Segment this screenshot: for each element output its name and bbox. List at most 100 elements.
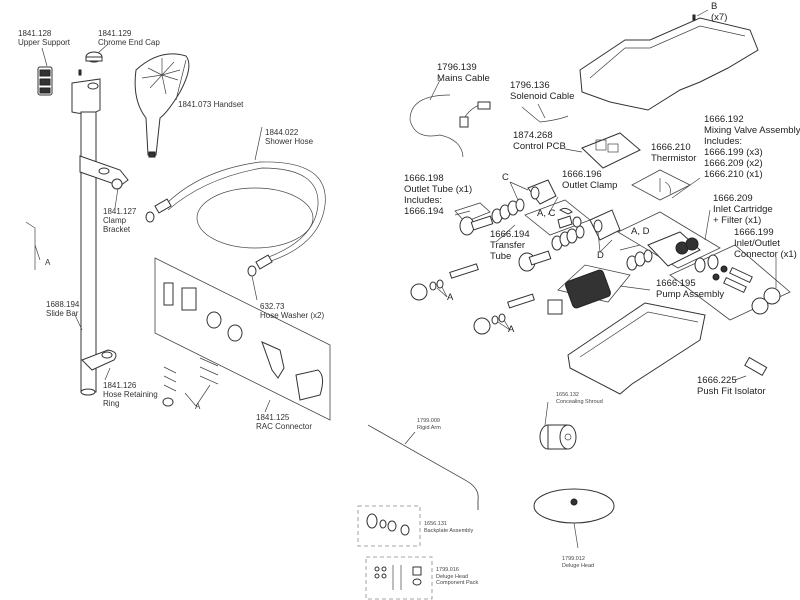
part-number: 1666.199 <box>734 227 774 238</box>
label-chrome-end-cap: 1841.129 Chrome End Cap <box>98 29 160 47</box>
part-name: Component Pack <box>436 580 479 586</box>
callout-qty: (x7) <box>711 12 728 23</box>
second-outlet-tube[interactable] <box>473 225 585 335</box>
backplate-assembly-part[interactable] <box>357 505 421 547</box>
part-number: 1841.128 <box>18 29 52 38</box>
shower-hose-part[interactable] <box>145 161 326 277</box>
part-name: 1666.210 (x1) <box>704 169 763 180</box>
label-inlet-outlet-connector: 1666.199 Inlet/Outlet Connector (x1) <box>734 227 797 260</box>
cover-screws[interactable] <box>692 14 696 21</box>
part-name: Mains Cable <box>437 73 490 84</box>
part-name: Pump Assembly <box>656 289 725 300</box>
label-pump-assembly: 1666.195 Pump Assembly <box>656 278 724 300</box>
part-name: Deluge Head <box>436 573 469 580</box>
part-name: Includes: <box>704 136 743 147</box>
push-fit-isolator-part[interactable] <box>744 356 768 377</box>
transfer-tube-part[interactable] <box>491 198 525 224</box>
valve-d-part[interactable] <box>589 209 621 241</box>
part-name: Tube <box>490 251 512 262</box>
deluge-head-pack-part[interactable] <box>365 556 433 600</box>
part-number: 1688.194 <box>46 300 80 309</box>
hose-retaining-ring-part[interactable] <box>81 349 117 371</box>
outlet-valve-part[interactable] <box>527 179 557 205</box>
part-name: Hose Retaining <box>103 390 158 399</box>
mixing-valve-part[interactable] <box>617 211 721 271</box>
allen-key-part[interactable] <box>25 221 36 270</box>
concealing-shroud-part[interactable] <box>539 424 577 450</box>
part-name: Backplate Assembly <box>424 527 474 534</box>
part-name: Deluge Head <box>562 562 595 569</box>
part-name: Mixing Valve Assembly <box>704 125 800 136</box>
part-number: 632.73 <box>260 302 285 311</box>
part-name: Ring <box>103 399 120 408</box>
mains-cable-part[interactable] <box>409 94 491 158</box>
wall-plugs-screws[interactable] <box>162 357 219 407</box>
pump-assembly-part[interactable] <box>547 264 631 315</box>
part-number: 1796.139 <box>437 62 477 73</box>
part-name: Outlet Tube (x1) <box>404 184 473 195</box>
part-name: 1666.209 (x2) <box>704 158 763 169</box>
callout-a-outlet-right: A <box>508 324 515 335</box>
part-name: Inlet Cartridge <box>713 204 773 215</box>
part-number: 1844.022 <box>265 128 299 137</box>
solenoid-cable-part[interactable] <box>521 106 569 123</box>
part-number: 1841.073 <box>178 100 212 109</box>
part-name: Bracket <box>103 225 131 234</box>
part-number: 1656.131 <box>424 521 447 527</box>
thermistor-part[interactable] <box>631 169 691 201</box>
part-number: 1656.132 <box>556 392 579 398</box>
inlet-connectors-part[interactable] <box>669 244 791 321</box>
upper-support-part[interactable] <box>37 66 53 96</box>
part-name: Inlet/Outlet <box>734 238 780 249</box>
label-mains-cable: 1796.139 Mains Cable <box>437 62 490 84</box>
label-outlet-tube: 1666.198 Outlet Tube (x1) Includes: 1666… <box>404 173 472 217</box>
part-name: Chrome End Cap <box>98 38 160 47</box>
label-hose-washer: 632.73 Hose Washer (x2) <box>260 302 324 320</box>
part-number: 1796.136 <box>510 80 550 91</box>
part-name: Concealing Shroud <box>556 398 603 405</box>
part-number: 1799.009 <box>417 418 440 424</box>
part-number: 1666.209 <box>713 193 753 204</box>
label-rigid-arm: 1799.009 Rigid Arm <box>417 418 441 431</box>
callout-a-outlet-left: A <box>447 292 454 303</box>
label-inlet-cartridge: 1666.209 Inlet Cartridge + Filter (x1) <box>713 193 773 226</box>
part-number: 1666.210 <box>651 142 691 153</box>
label-mixing-valve-assembly: 1666.192 Mixing Valve Assembly Includes:… <box>704 114 800 180</box>
part-name: 1666.199 (x3) <box>704 147 763 158</box>
callout-c-outlet: C <box>502 172 509 183</box>
callout-d-valve: D <box>597 250 604 261</box>
handset-part[interactable] <box>134 53 190 158</box>
part-number: 1874.268 <box>513 130 553 141</box>
label-push-fit-isolator: 1666.225 Push Fit Isolator <box>697 375 766 397</box>
outlet-tube-assembly[interactable] <box>410 202 494 301</box>
cover-part[interactable] <box>579 17 759 111</box>
label-deluge-head-pack: 1799.016 Deluge Head Component Pack <box>436 567 478 587</box>
label-backplate-assembly: 1656.131 Backplate Assembly <box>424 521 473 534</box>
control-pcb-part[interactable] <box>581 132 641 169</box>
rigid-arm-part[interactable] <box>367 424 479 510</box>
part-name: Outlet Clamp <box>562 180 618 191</box>
label-handset: 1841.073 Handset <box>178 100 243 109</box>
part-number: 1666.225 <box>697 375 737 386</box>
part-name: Solenoid Cable <box>510 91 575 102</box>
deluge-head-part[interactable] <box>533 488 615 524</box>
label-hose-retaining-ring: 1841.126 Hose Retaining Ring <box>103 381 158 408</box>
rac-connector-kit[interactable] <box>154 257 331 421</box>
backbox-part[interactable] <box>567 302 706 395</box>
part-name: + Filter (x1) <box>713 215 762 226</box>
part-number: 1666.196 <box>562 169 602 180</box>
clamp-bracket-part[interactable] <box>79 155 129 190</box>
part-name: Control PCB <box>513 141 566 152</box>
label-outlet-clamp: 1666.196 Outlet Clamp <box>562 169 617 191</box>
chrome-end-cap-part[interactable] <box>85 51 103 63</box>
slide-bar-part[interactable] <box>71 69 101 396</box>
label-upper-support: 1841.128 Upper Support <box>18 29 70 47</box>
part-name: Thermistor <box>651 153 697 164</box>
part-number: 1841.127 <box>103 207 137 216</box>
part-number: 1799.016 <box>436 567 459 573</box>
label-concealing-shroud: 1656.132 Concealing Shroud <box>556 392 603 405</box>
part-number: 1666.195 <box>656 278 696 289</box>
part-name: Includes: <box>404 195 443 206</box>
label-rac-connector: 1841.125 RAC Connector <box>256 413 312 431</box>
label-slide-bar: 1688.194 Slide Bar <box>46 300 79 318</box>
